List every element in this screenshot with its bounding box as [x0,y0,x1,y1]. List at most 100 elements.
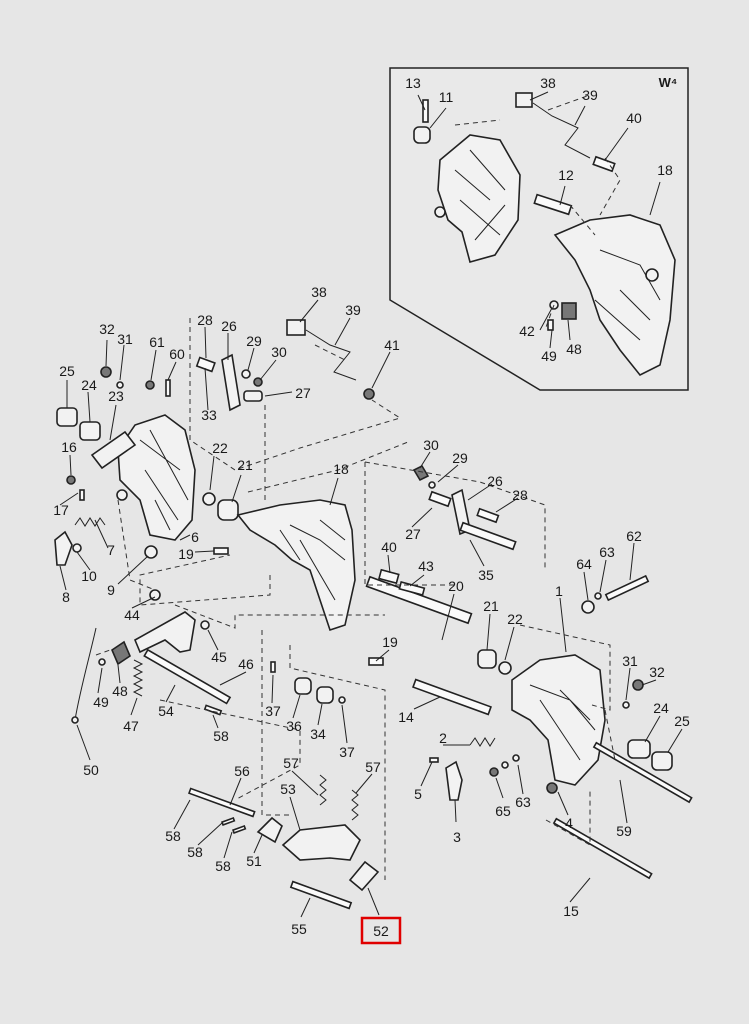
callout-57: 57 [283,755,299,771]
callout-37-b: 37 [339,744,355,760]
inset-panel: W⁴ 13 11 38 39 40 12 18 42 49 48 [389,67,689,391]
callout-31: 31 [117,331,133,347]
callout-40: 40 [381,539,397,555]
callout-37: 37 [265,703,281,719]
callout-44: 44 [124,607,140,623]
inset-switch-38 [515,92,533,108]
inset-label-39: 39 [582,87,598,103]
callout-32: 32 [99,321,115,337]
rod-55 [289,880,353,910]
callout-16: 16 [61,439,77,455]
callout-63: 63 [599,544,615,560]
callout-62: 62 [626,528,642,544]
callout-29-right: 29 [452,450,468,466]
callout-26: 26 [221,318,237,334]
callout-38: 38 [311,284,327,300]
callout-48: 48 [112,683,128,699]
right-clamp-bracket-1 [511,654,606,786]
washer-9 [144,545,158,559]
inset-rod-12 [533,193,573,216]
callout-24: 24 [81,377,97,393]
callout-52[interactable]: 52 [373,923,389,939]
clip-48 [111,640,131,666]
callout-30-right: 30 [423,437,439,453]
callout-53: 53 [280,781,296,797]
callout-1: 1 [555,583,563,599]
wire-50 [74,627,97,721]
callout-21: 21 [237,457,253,473]
callout-36: 36 [286,718,302,734]
spring-57-right [351,789,359,821]
callout-65: 65 [495,803,511,819]
swivel-bracket-18 [236,499,356,632]
inset-label-48: 48 [566,341,582,357]
callout-61: 61 [149,334,165,350]
bracket-51 [256,816,283,844]
inset-label-18: 18 [657,162,673,178]
callout-39: 39 [345,302,361,318]
left-clamp-bracket [117,414,196,541]
callout-20: 20 [448,578,464,594]
callout-18: 18 [333,461,349,477]
callout-57-b: 57 [365,759,381,775]
callout-55: 55 [291,921,307,937]
callout-60: 60 [169,346,185,362]
callout-8: 8 [62,589,70,605]
callout-labels: 32 31 61 60 28 26 29 30 38 39 41 25 24 2… [53,284,690,945]
spring-7 [74,517,106,527]
callout-47: 47 [123,718,139,734]
inset-tag: W⁴ [659,75,678,90]
callout-10: 10 [81,568,97,584]
callout-29: 29 [246,333,262,349]
inset-bracket-18 [553,214,676,377]
callout-4: 4 [565,815,573,831]
callout-50: 50 [83,762,99,778]
lever-46 [133,611,196,654]
inset-label-42: 42 [519,323,535,339]
callout-41: 41 [384,337,400,353]
callout-15: 15 [563,903,579,919]
callout-19-right: 19 [382,634,398,650]
callout-28-right: 28 [512,487,528,503]
inset-bushing-11 [413,126,431,144]
long-bolt-15 [552,817,653,880]
callout-35: 35 [478,567,494,583]
callout-25: 25 [59,363,75,379]
callout-19: 19 [178,546,194,562]
lever-3 [445,760,463,801]
callout-17: 17 [53,502,69,518]
rod-14 [412,678,492,716]
leader-lines [59,299,683,918]
callout-23: 23 [108,388,124,404]
callout-24-right: 24 [653,700,669,716]
highlight-box [360,916,402,945]
callout-34: 34 [310,726,326,742]
lever-53 [281,824,361,861]
callout-9: 9 [107,582,115,598]
callout-46: 46 [238,656,254,672]
lever-26-upper [221,353,241,412]
spring-57-left [319,774,327,806]
spring-2 [469,737,496,747]
callout-27: 27 [295,385,311,401]
callout-58-c: 58 [187,844,203,860]
callout-30: 30 [271,344,287,360]
inset-label-40: 40 [626,110,642,126]
callout-32-right: 32 [649,664,665,680]
main-parts [54,319,693,910]
callout-25-right: 25 [674,713,690,729]
long-bolt-59 [592,741,693,804]
inset-label-12: 12 [558,167,574,183]
callout-33: 33 [201,407,217,423]
callout-43: 43 [418,558,434,574]
rod-35 [459,521,517,551]
callout-49: 49 [93,694,109,710]
callout-22-right: 22 [507,611,523,627]
callout-63-b: 63 [515,794,531,810]
callout-58: 58 [213,728,229,744]
callout-45: 45 [211,649,227,665]
inset-pin-13 [422,99,429,123]
callout-28: 28 [197,312,213,328]
inset-clip-48 [561,302,577,320]
